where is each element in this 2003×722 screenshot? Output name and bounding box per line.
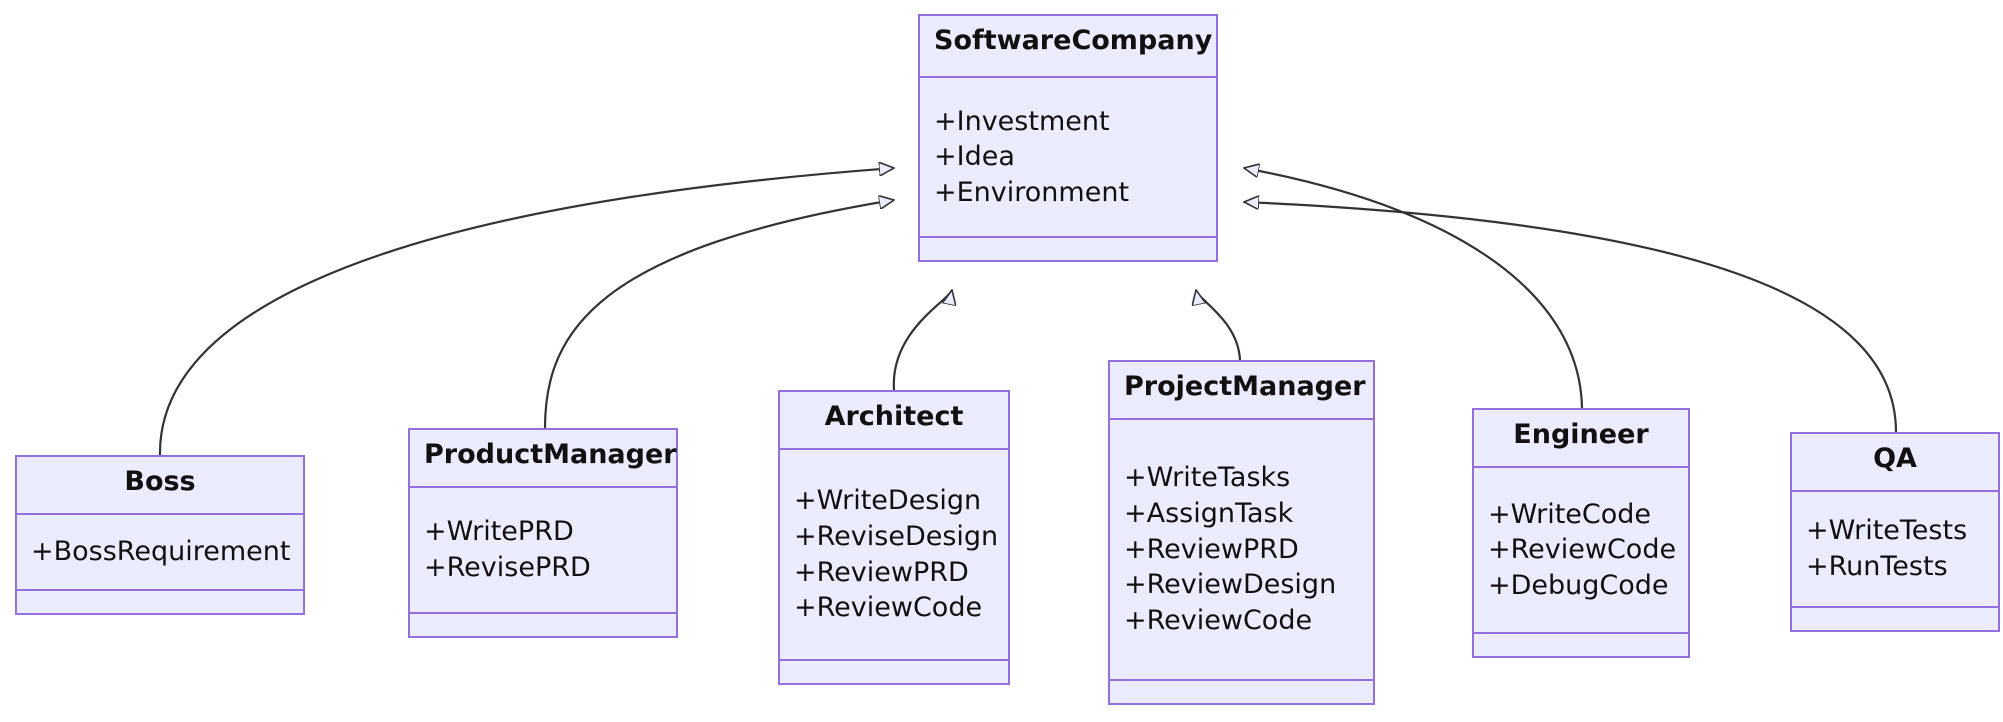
class-methods-product-manager xyxy=(410,614,676,636)
class-box-boss[interactable]: Boss +BossRequirement xyxy=(15,455,305,615)
class-title-qa: QA xyxy=(1792,434,1998,492)
class-methods-qa xyxy=(1792,608,1998,630)
class-attribute-row: +WritePRD xyxy=(424,516,574,548)
class-box-project-manager[interactable]: ProjectManager +WriteTasks+AssignTask+Re… xyxy=(1108,360,1375,705)
class-attribute-row: +ReviewCode xyxy=(1124,604,1313,636)
class-attribute-row: +RevisePRD xyxy=(424,552,591,583)
class-methods-engineer xyxy=(1474,634,1688,656)
class-attributes-architect: +WriteDesign+ReviseDesign +ReviewPRD +Revi… xyxy=(780,450,1008,661)
class-methods-boss xyxy=(17,591,303,613)
class-attributes-qa: +WriteTests +RunTests xyxy=(1792,492,1998,608)
class-title-product-manager: ProductManager xyxy=(410,430,677,488)
class-title-engineer: Engineer xyxy=(1474,410,1688,468)
class-methods-architect xyxy=(780,661,1008,683)
class-attributes-engineer: +WriteCode +ReviewCode+DebugCode xyxy=(1474,468,1688,634)
class-box-qa[interactable]: QA +WriteTests +RunTests xyxy=(1790,432,2000,632)
class-attribute-row: +ReviewCode xyxy=(794,592,983,624)
class-attribute-row: +WriteTests xyxy=(1806,515,1968,547)
class-attribute-row: +ReviewPRD xyxy=(1124,533,1299,565)
class-attribute-row: +ReviewDesign xyxy=(1124,569,1337,601)
class-box-software-company[interactable]: SoftwareCompany +Investment +Idea+Environ… xyxy=(918,14,1218,262)
class-attribute-row: +Environment xyxy=(934,176,1130,208)
edge-architect-to-company xyxy=(892,290,952,391)
class-attributes-product-manager: +WritePRD +RevisePRD xyxy=(410,488,676,614)
class-attribute-row: +Investment xyxy=(934,105,1110,137)
class-title-project-manager: ProjectManager xyxy=(1110,362,1373,420)
class-box-product-manager[interactable]: ProductManager +WritePRD +RevisePRD xyxy=(408,428,678,638)
class-attribute-row: +ReviseDesign xyxy=(794,520,999,552)
class-attribute-row: +WriteTasks xyxy=(1124,462,1291,494)
class-attribute-row: +WriteDesign xyxy=(794,485,982,517)
class-attributes-project-manager: +WriteTasks +AssignTask+ReviewPRD +ReviewD… xyxy=(1110,420,1373,681)
class-attribute-row: +Idea xyxy=(934,141,1015,173)
class-attributes-boss: +BossRequirement xyxy=(17,515,303,591)
class-box-architect[interactable]: Architect +WriteDesign+ReviseDesign +Revi… xyxy=(778,390,1010,685)
class-attribute-row: +ReviewPRD xyxy=(794,556,969,588)
class-methods-project-manager xyxy=(1110,681,1373,703)
class-attribute-row: +ReviewCode xyxy=(1488,534,1677,566)
class-box-engineer[interactable]: Engineer +WriteCode +ReviewCode+DebugCode xyxy=(1472,408,1690,658)
class-attribute-row: +AssignTask xyxy=(1124,498,1294,530)
class-title-boss: Boss xyxy=(17,457,303,515)
class-attribute-row: +BossRequirement xyxy=(31,536,291,568)
class-attribute-row: +DebugCode xyxy=(1488,569,1669,601)
class-title-software-company: SoftwareCompany xyxy=(920,16,1216,78)
class-attribute-row: +RunTests xyxy=(1806,551,1948,582)
class-attributes-software-company: +Investment +Idea+Environment xyxy=(920,78,1216,238)
edge-project-manager-to-company xyxy=(1196,290,1242,361)
class-methods-software-company xyxy=(920,238,1216,260)
class-title-architect: Architect xyxy=(780,392,1008,450)
class-attribute-row: +WriteCode xyxy=(1488,498,1652,530)
